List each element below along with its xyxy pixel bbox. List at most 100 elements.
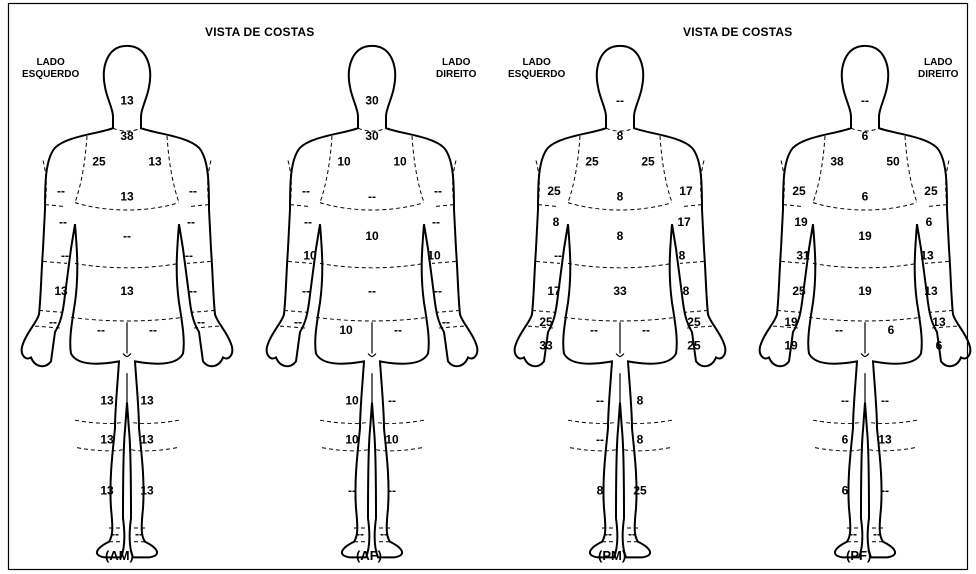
region-value-foot-r: -- bbox=[135, 527, 143, 541]
region-value-glute-r: 6 bbox=[888, 323, 895, 337]
side-label-line: DIREITO bbox=[436, 69, 476, 81]
region-value-lowback: -- bbox=[368, 284, 376, 298]
side-label-line: ESQUERDO bbox=[508, 69, 565, 81]
region-divider bbox=[45, 205, 65, 207]
region-divider bbox=[568, 263, 672, 267]
region-value-thigh-l: -- bbox=[596, 394, 604, 408]
region-divider bbox=[436, 310, 460, 312]
region-value-upperarm-r: 17 bbox=[679, 184, 693, 198]
region-value-thigh-l: -- bbox=[841, 394, 849, 408]
region-value-upperarm-r: 25 bbox=[924, 184, 938, 198]
region-value-hand-l: -- bbox=[49, 315, 57, 329]
region-value-head: -- bbox=[616, 94, 624, 108]
region-value-forearm-l: 10 bbox=[303, 249, 317, 263]
side-label-left-b: LADO ESQUERDO bbox=[508, 57, 565, 81]
region-value-foot-l: -- bbox=[849, 527, 857, 541]
region-value-calf-r: -- bbox=[388, 484, 396, 498]
region-divider bbox=[905, 136, 917, 203]
side-label-right-a: LADO DIREITO bbox=[436, 57, 476, 81]
region-value-hand2-l: 33 bbox=[539, 339, 553, 353]
region-value-knee-l: 13 bbox=[100, 433, 114, 447]
region-value-elbow-l: 8 bbox=[553, 215, 560, 229]
region-value-elbow-l: 19 bbox=[794, 215, 808, 229]
region-divider bbox=[322, 448, 368, 451]
region-divider bbox=[813, 136, 825, 203]
region-value-midback: 10 bbox=[365, 229, 379, 243]
region-divider bbox=[320, 136, 332, 203]
region-value-wrist-l: 25 bbox=[792, 284, 806, 298]
region-divider bbox=[682, 205, 702, 207]
region-value-calf-l: 6 bbox=[842, 484, 849, 498]
region-divider bbox=[660, 136, 672, 203]
region-value-glute-l: -- bbox=[835, 323, 843, 337]
region-divider bbox=[71, 317, 183, 321]
region-value-foot-l: -- bbox=[356, 527, 364, 541]
region-value-forearm-l: 31 bbox=[796, 249, 810, 263]
body-figure-pm: --82525251788178--83317825253325------8-… bbox=[515, 46, 726, 558]
region-value-elbow-r: -- bbox=[432, 215, 440, 229]
region-value-shoulder-r: 13 bbox=[148, 155, 162, 169]
region-value-head: 30 bbox=[365, 94, 379, 108]
region-value-upperarm-r: -- bbox=[189, 184, 197, 198]
region-value-wrist-l: -- bbox=[302, 284, 310, 298]
region-value-shoulder-l: 10 bbox=[337, 155, 351, 169]
region-value-lowback: 13 bbox=[120, 284, 134, 298]
region-value-shoulder-r: 10 bbox=[393, 155, 407, 169]
glute-seam bbox=[616, 322, 624, 356]
region-value-thigh-r: -- bbox=[388, 394, 396, 408]
region-divider bbox=[532, 310, 556, 312]
region-divider bbox=[189, 205, 209, 207]
region-divider bbox=[434, 205, 454, 207]
region-value-wrist-r: -- bbox=[189, 284, 197, 298]
region-divider bbox=[809, 317, 921, 321]
region-value-glute-l: -- bbox=[590, 323, 598, 337]
region-divider bbox=[568, 203, 672, 210]
region-value-wrist-r: 13 bbox=[924, 284, 938, 298]
region-value-hand-r: 13 bbox=[932, 315, 946, 329]
region-value-calf-l: -- bbox=[348, 484, 356, 498]
region-value-knee-l: 6 bbox=[842, 433, 849, 447]
region-value-foot-l: -- bbox=[604, 527, 612, 541]
region-divider bbox=[412, 136, 424, 203]
region-value-forearm-r: 10 bbox=[427, 249, 441, 263]
region-divider bbox=[777, 310, 801, 312]
region-value-neck: 30 bbox=[365, 129, 379, 143]
region-value-head: -- bbox=[861, 94, 869, 108]
region-value-forearm-r: -- bbox=[185, 249, 193, 263]
region-value-wrist-r: -- bbox=[434, 284, 442, 298]
region-value-hand-r: -- bbox=[442, 315, 450, 329]
region-divider bbox=[191, 310, 215, 312]
region-value-knee-r: 13 bbox=[140, 433, 154, 447]
region-value-hand2-r: 6 bbox=[936, 339, 943, 353]
body-figure-af: 30301010----------101010----------10--10… bbox=[267, 46, 478, 558]
region-divider bbox=[167, 136, 179, 203]
region-value-knee-r: 13 bbox=[878, 433, 892, 447]
region-value-upperarm-r: -- bbox=[434, 184, 442, 198]
region-value-calf-l: 13 bbox=[100, 484, 114, 498]
region-value-shoulder-l: 38 bbox=[830, 155, 844, 169]
region-value-hand-l: 19 bbox=[784, 315, 798, 329]
region-value-lowback: 19 bbox=[858, 284, 872, 298]
region-value-elbow-r: 6 bbox=[926, 215, 933, 229]
side-label-left-a: LADO ESQUERDO bbox=[22, 57, 79, 81]
side-label-right-b: LADO DIREITO bbox=[918, 57, 958, 81]
region-value-shoulder-r: 50 bbox=[886, 155, 900, 169]
region-divider bbox=[624, 448, 670, 451]
region-value-neck: 6 bbox=[862, 129, 869, 143]
region-value-glute-l: 10 bbox=[339, 323, 353, 337]
region-value-shoulder-l: 25 bbox=[585, 155, 599, 169]
figure-caption-pm: (PM) bbox=[598, 548, 626, 563]
region-value-upperback: -- bbox=[368, 190, 376, 204]
region-value-knee-r: 8 bbox=[637, 433, 644, 447]
region-value-foot-r: -- bbox=[380, 527, 388, 541]
side-label-line: LADO bbox=[918, 57, 958, 69]
figure-caption-pf: (PF) bbox=[846, 548, 871, 563]
region-value-glute-r: -- bbox=[394, 323, 402, 337]
figure-caption-am: (AM) bbox=[105, 548, 134, 563]
region-value-upperback: 13 bbox=[120, 190, 134, 204]
region-value-hand-r: 25 bbox=[687, 315, 701, 329]
region-divider bbox=[538, 205, 558, 207]
region-value-forearm-r: 13 bbox=[920, 249, 934, 263]
